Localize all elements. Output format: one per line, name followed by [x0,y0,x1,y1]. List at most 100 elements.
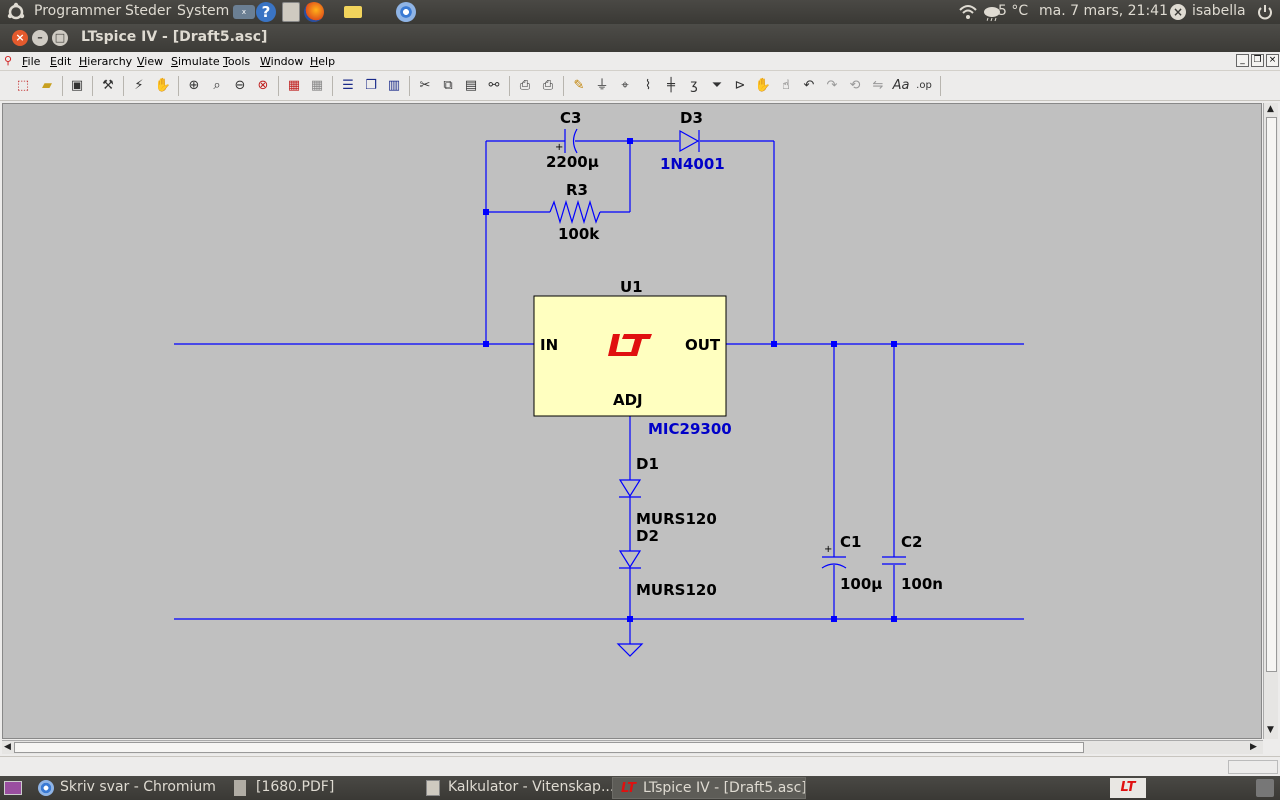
d1-ref-label: D1 [636,455,659,473]
ic-part-label: MIC29300 [648,420,732,438]
move-icon[interactable]: ✋ [754,78,772,93]
wifi-icon[interactable] [958,2,978,22]
cascade-icon[interactable]: ❐ [365,78,377,93]
drag-icon[interactable]: ☝ [782,78,790,93]
grid-icon[interactable]: ▦ [310,78,324,93]
task-chromium[interactable]: Skriv svar - Chromium [30,777,226,799]
show-desktop-icon[interactable] [4,781,22,795]
firefox-icon[interactable] [304,2,324,22]
c2-ref-label: C2 [901,533,922,551]
trash-icon[interactable] [1256,779,1274,797]
run-icon[interactable]: ⚡ [134,78,144,93]
help-icon[interactable]: ? [256,2,276,22]
c3-value-label: 2200µ [546,153,599,171]
mdi-restore-button[interactable]: ❐ [1251,54,1264,67]
ic-u1[interactable] [533,295,727,417]
schematic-window: + + [0,101,1280,756]
scroll-right-icon[interactable]: ▶ [1250,742,1257,752]
user-icon[interactable]: × [1170,4,1186,20]
halt-icon[interactable]: ✋ [154,78,172,93]
c3-ref-label: C3 [560,109,581,127]
copy-icon[interactable]: ⧉ [443,78,453,93]
mirror-icon[interactable]: ⇋ [872,78,884,93]
print-icon[interactable]: ⎙ [542,78,554,93]
schematic-canvas[interactable]: + + [2,103,1262,739]
inductor-icon[interactable]: ʒ [690,78,698,93]
new-schematic-icon[interactable]: ⬚ [16,78,30,93]
workspace-switcher[interactable]: LT [1110,778,1146,798]
xchat-icon[interactable]: x [233,5,255,19]
scroll-left-icon[interactable]: ◀ [4,742,11,752]
calculator-icon[interactable] [282,2,300,22]
autorange-icon[interactable]: ▦ [287,78,301,93]
weather-temperature[interactable]: 5 °C [998,3,1029,19]
vertical-scrollbar[interactable]: ▲ ▼ [1263,103,1278,739]
component-icon[interactable]: ⊳ [734,78,746,93]
paste-icon[interactable]: ▤ [464,78,478,93]
window-titlebar[interactable]: × – □ LTspice IV - [Draft5.asc] [0,24,1280,52]
cut-icon[interactable]: ✂ [419,78,431,93]
menu-edit[interactable]: Edit [50,55,72,68]
print-setup-icon[interactable]: ⎙ [519,78,531,93]
ground-icon[interactable]: ⏚ [595,78,609,93]
menu-hierarchy[interactable]: Hierarchy [79,55,133,68]
label-net-icon[interactable]: ⌖ [621,78,629,93]
chromium-icon[interactable] [396,2,416,22]
menu-help[interactable]: Help [310,55,336,68]
menu-window[interactable]: Window [260,55,304,68]
weather-icon[interactable] [982,2,1002,22]
tile-horizontal-icon[interactable]: ☰ [342,78,354,93]
status-bar [0,756,1280,776]
zoom-out-icon[interactable]: ⊖ [234,78,246,93]
spice-directive-icon[interactable]: .op [916,80,932,91]
find-icon[interactable]: ⚯ [488,78,500,93]
ubuntu-logo-icon[interactable] [6,2,26,22]
d3-ref-label: D3 [680,109,703,127]
tile-vertical-icon[interactable]: ▥ [387,78,401,93]
menu-system[interactable]: System [177,3,230,19]
zoom-fit-icon[interactable]: ⊗ [257,78,269,93]
c2-value-label: 100n [901,575,943,593]
diode-icon[interactable]: ⏷ [711,78,723,93]
horizontal-scroll-thumb[interactable] [14,742,1084,753]
horizontal-scrollbar[interactable]: ◀ ▶ [2,740,1263,754]
polarity-marks: + + [555,142,832,555]
folder-icon[interactable] [344,6,362,18]
capacitor-icon[interactable]: ╪ [667,78,675,93]
close-button[interactable]: × [12,30,28,46]
draw-wire-icon[interactable]: ✎ [573,78,585,93]
text-icon[interactable]: Aa [892,78,910,93]
menu-tools[interactable]: Tools [223,55,251,68]
menu-programmer[interactable]: Programmer [34,3,122,19]
username[interactable]: isabella [1192,3,1246,19]
mdi-minimize-button[interactable]: _ [1236,54,1249,67]
menu-file[interactable]: File [22,55,41,68]
vertical-scroll-thumb[interactable] [1266,117,1277,672]
redo-icon[interactable]: ↷ [826,78,838,93]
zoom-area-icon[interactable]: ⊕ [188,78,200,93]
undo-icon[interactable]: ↶ [803,78,815,93]
minimize-button[interactable]: – [32,30,48,46]
task-pdf[interactable]: [1680.PDF] [226,777,416,799]
scroll-up-icon[interactable]: ▲ [1267,104,1274,114]
ltspice-doc-icon[interactable]: ⚲ [4,54,13,67]
task-calculator[interactable]: Kalkulator - Vitenskap... [418,777,612,799]
toolbar: ⬚ ▰ ▣ ⚒ ⚡ ✋ ⊕ ⌕ ⊖ ⊗ ▦ ▦ ☰ ❐ ▥ ✂ ⧉ ▤ ⚯ ⎙ … [0,71,1280,101]
scroll-down-icon[interactable]: ▼ [1267,725,1274,735]
open-folder-icon[interactable]: ▰ [42,78,52,93]
clock[interactable]: ma. 7 mars, 21:41 [1039,3,1168,19]
power-icon[interactable] [1255,2,1275,22]
task-label: LTspice IV - [Draft5.asc] [643,780,806,796]
task-ltspice[interactable]: LT LTspice IV - [Draft5.asc] [612,777,806,799]
menu-view[interactable]: View [137,55,164,68]
resistor-icon[interactable]: ⌇ [644,78,652,93]
save-icon[interactable]: ▣ [70,78,84,93]
d3-value-label: 1N4001 [660,155,725,173]
menu-steder[interactable]: Steder [125,3,172,19]
maximize-button[interactable]: □ [52,30,68,46]
menu-simulate[interactable]: Simulate [171,55,220,68]
pan-zoom-icon[interactable]: ⌕ [213,78,221,93]
mdi-close-button[interactable]: × [1266,54,1279,67]
rotate-icon[interactable]: ⟲ [849,78,861,93]
control-panel-icon[interactable]: ⚒ [102,78,114,93]
